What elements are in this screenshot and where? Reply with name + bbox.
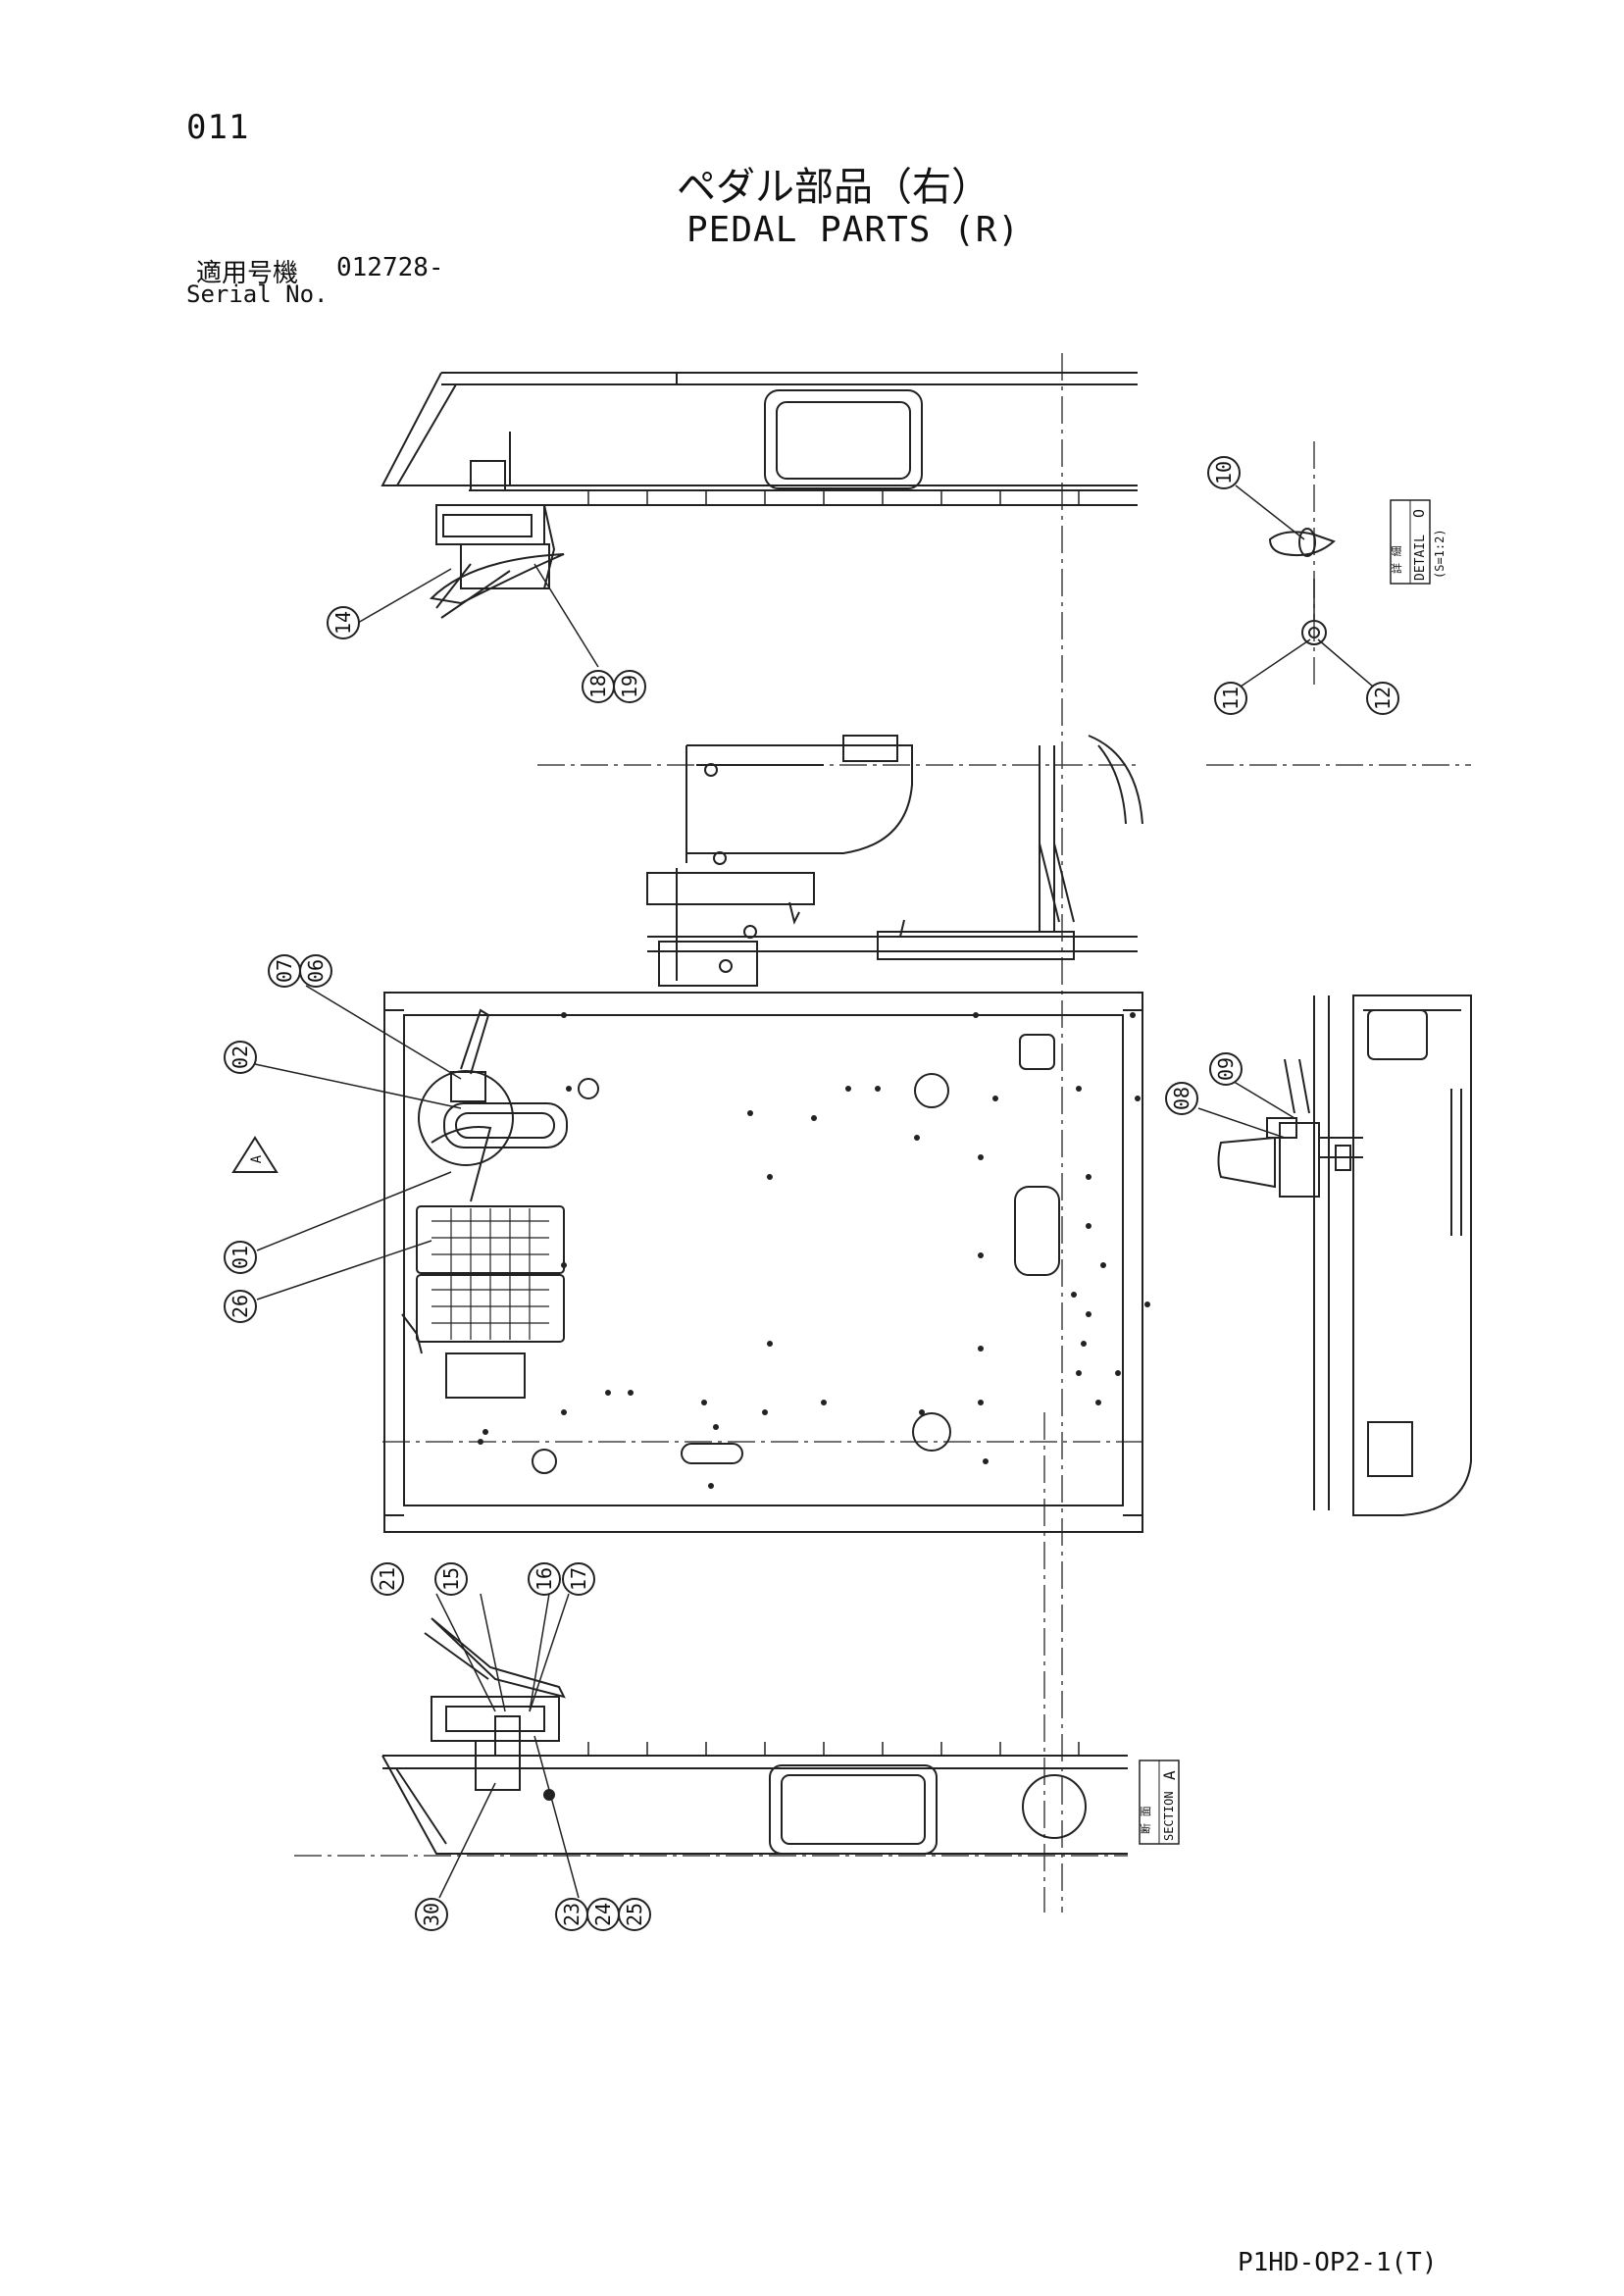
svg-text:07: 07 xyxy=(273,959,296,983)
callout-18: 18 xyxy=(582,670,615,703)
svg-text:11: 11 xyxy=(1219,687,1243,710)
svg-text:25: 25 xyxy=(623,1903,646,1926)
callout-02: 02 xyxy=(224,1041,257,1074)
bottom-section-view xyxy=(381,1617,1128,1855)
svg-text:21: 21 xyxy=(376,1567,399,1591)
callout-23: 23 xyxy=(555,1898,588,1931)
svg-text:19: 19 xyxy=(618,675,641,698)
svg-text:詳 細: 詳 細 xyxy=(1390,545,1403,574)
callout-16: 16 xyxy=(528,1562,561,1596)
svg-text:16: 16 xyxy=(533,1567,556,1591)
detail-o-view xyxy=(1268,528,1336,645)
callout-06: 06 xyxy=(299,954,332,988)
drawing-code: P1HD-OP2-1(T) xyxy=(1238,2248,1438,2277)
svg-text:SECTION: SECTION xyxy=(1162,1791,1176,1841)
svg-text:09: 09 xyxy=(1214,1057,1238,1081)
svg-text:断 面: 断 面 xyxy=(1139,1806,1152,1834)
right-side-view xyxy=(1217,995,1472,1516)
svg-text:A: A xyxy=(249,1154,265,1163)
svg-text:26: 26 xyxy=(228,1295,252,1318)
callout-25: 25 xyxy=(618,1898,651,1931)
svg-text:(S=1:2): (S=1:2) xyxy=(1433,529,1446,579)
callout-08: 08 xyxy=(1165,1082,1198,1115)
svg-text:12: 12 xyxy=(1371,687,1395,710)
svg-text:08: 08 xyxy=(1170,1087,1193,1110)
leader-lines xyxy=(254,485,1374,1899)
svg-text:18: 18 xyxy=(586,675,610,698)
page-title-japanese: ペダル部品（右） xyxy=(677,165,990,210)
callout-11: 11 xyxy=(1214,682,1247,715)
svg-text:A: A xyxy=(1160,1770,1179,1780)
callout-21: 21 xyxy=(371,1562,404,1596)
svg-text:06: 06 xyxy=(304,959,328,983)
callout-14: 14 xyxy=(327,606,360,639)
svg-text:30: 30 xyxy=(420,1903,443,1926)
svg-text:23: 23 xyxy=(560,1903,584,1926)
callout-24: 24 xyxy=(586,1898,620,1931)
view-arrow-a-marker: A xyxy=(231,1136,279,1173)
center-lines xyxy=(294,353,1471,1913)
svg-text:01: 01 xyxy=(228,1246,252,1269)
callout-30: 30 xyxy=(415,1898,448,1931)
serial-label-english: Serial No. xyxy=(186,281,329,308)
callout-17: 17 xyxy=(562,1562,595,1596)
serial-label-japanese: 適用号機 xyxy=(196,259,299,288)
svg-text:O: O xyxy=(1410,509,1428,518)
svg-text:02: 02 xyxy=(228,1046,252,1069)
callout-10: 10 xyxy=(1207,456,1241,489)
svg-text:10: 10 xyxy=(1212,461,1236,485)
page-title-english: PEDAL PARTS (R) xyxy=(686,210,1021,250)
svg-text:DETAIL: DETAIL xyxy=(1413,535,1428,581)
svg-text:24: 24 xyxy=(591,1903,615,1926)
floor-plate-plan-view xyxy=(383,992,1150,1533)
svg-text:14: 14 xyxy=(331,611,355,635)
callout-12: 12 xyxy=(1366,682,1399,715)
section-a-tag: 断 面 SECTION A xyxy=(1139,1760,1180,1845)
callout-01: 01 xyxy=(224,1241,257,1274)
top-side-view xyxy=(381,372,1138,619)
callout-15: 15 xyxy=(434,1562,468,1596)
upper-frame-structure xyxy=(646,735,1143,987)
callout-09: 09 xyxy=(1209,1052,1243,1086)
callout-07: 07 xyxy=(268,954,301,988)
serial-number-value: 012728- xyxy=(336,253,444,282)
callout-26: 26 xyxy=(224,1290,257,1323)
svg-text:17: 17 xyxy=(567,1567,590,1591)
detail-o-tag: 詳 細 DETAIL O (S=1:2) xyxy=(1390,499,1446,585)
svg-text:15: 15 xyxy=(439,1567,463,1591)
page-number: 011 xyxy=(186,108,250,147)
callout-19: 19 xyxy=(613,670,646,703)
